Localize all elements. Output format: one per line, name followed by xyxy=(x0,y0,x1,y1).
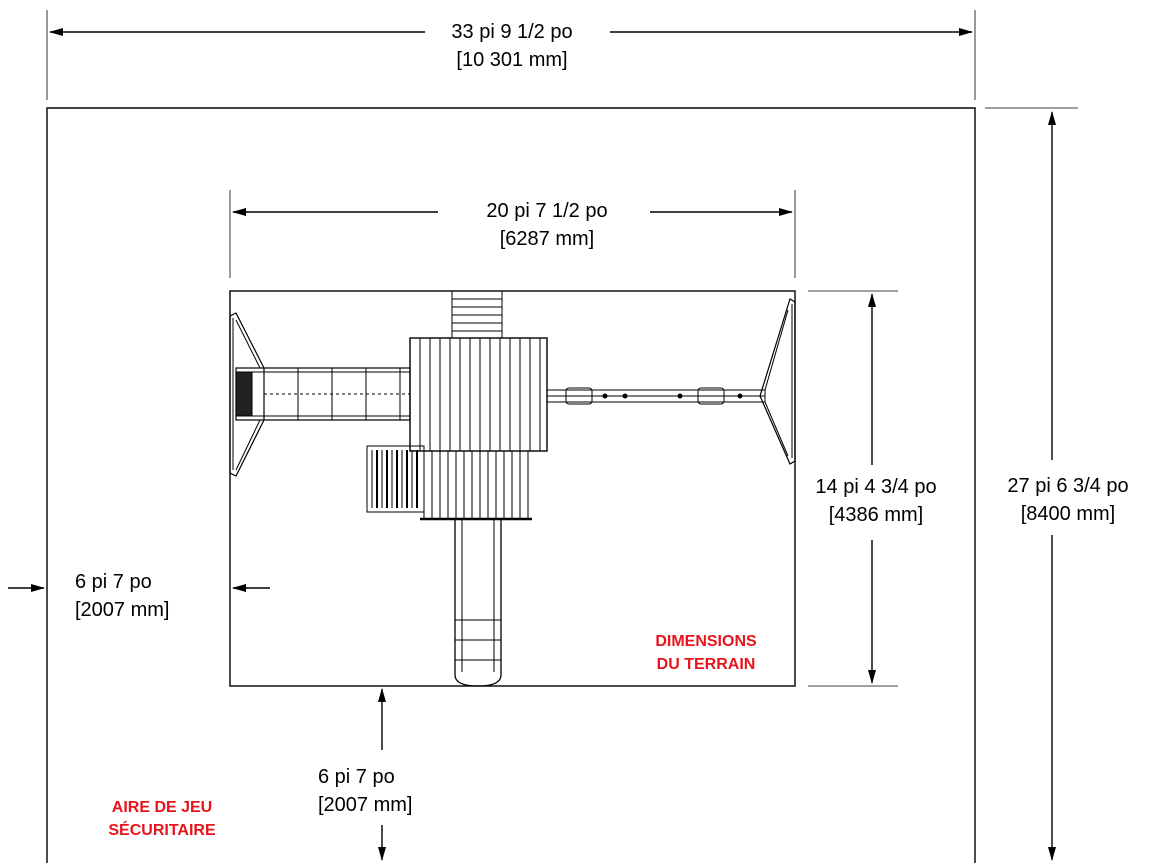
top-ladder xyxy=(451,290,503,339)
play-depth-imperial: 14 pi 4 3/4 po xyxy=(815,476,936,498)
overall-depth-dimension: 27 pi 6 3/4 po [8400 mm] xyxy=(985,107,1129,861)
overall-width-dimension: 33 pi 9 1/2 po [10 301 mm] xyxy=(46,10,976,100)
side-clearance-metric: [2007 mm] xyxy=(75,599,169,621)
play-depth-dimension: 14 pi 4 3/4 po [4386 mm] xyxy=(808,290,937,687)
lower-deck xyxy=(420,450,532,521)
monkey-bars xyxy=(235,367,411,421)
overall-width-imperial: 33 pi 9 1/2 po xyxy=(451,21,572,43)
front-clearance-dimension: 6 pi 7 po [2007 mm] xyxy=(318,688,412,861)
safety-label-line1: AIRE DE JEU xyxy=(112,799,212,816)
playset-drawing xyxy=(229,290,796,687)
overall-depth-imperial: 27 pi 6 3/4 po xyxy=(1007,475,1128,497)
main-deck-roof xyxy=(409,337,548,452)
play-width-metric: [6287 mm] xyxy=(500,228,594,250)
play-width-imperial: 20 pi 7 1/2 po xyxy=(486,200,607,222)
safety-area-boundary xyxy=(46,107,976,863)
swing-beam xyxy=(546,387,766,405)
terrain-label-line2: DU TERRAIN xyxy=(657,656,756,673)
right-a-frame xyxy=(759,298,796,465)
slide xyxy=(454,519,502,687)
front-clearance-metric: [2007 mm] xyxy=(318,794,412,816)
step-platform xyxy=(366,445,425,513)
front-clearance-imperial: 6 pi 7 po xyxy=(318,766,395,788)
side-clearance-imperial: 6 pi 7 po xyxy=(75,571,152,593)
play-depth-metric: [4386 mm] xyxy=(829,504,923,526)
play-width-dimension: 20 pi 7 1/2 po [6287 mm] xyxy=(229,190,796,278)
terrain-boundary xyxy=(229,290,796,687)
overall-width-metric: [10 301 mm] xyxy=(456,49,567,71)
safety-label-line2: SÉCURITAIRE xyxy=(108,820,216,839)
side-clearance-dimension: 6 pi 7 po [2007 mm] xyxy=(8,571,270,621)
overall-depth-metric: [8400 mm] xyxy=(1021,503,1115,525)
terrain-label-line1: DIMENSIONS xyxy=(655,633,757,650)
